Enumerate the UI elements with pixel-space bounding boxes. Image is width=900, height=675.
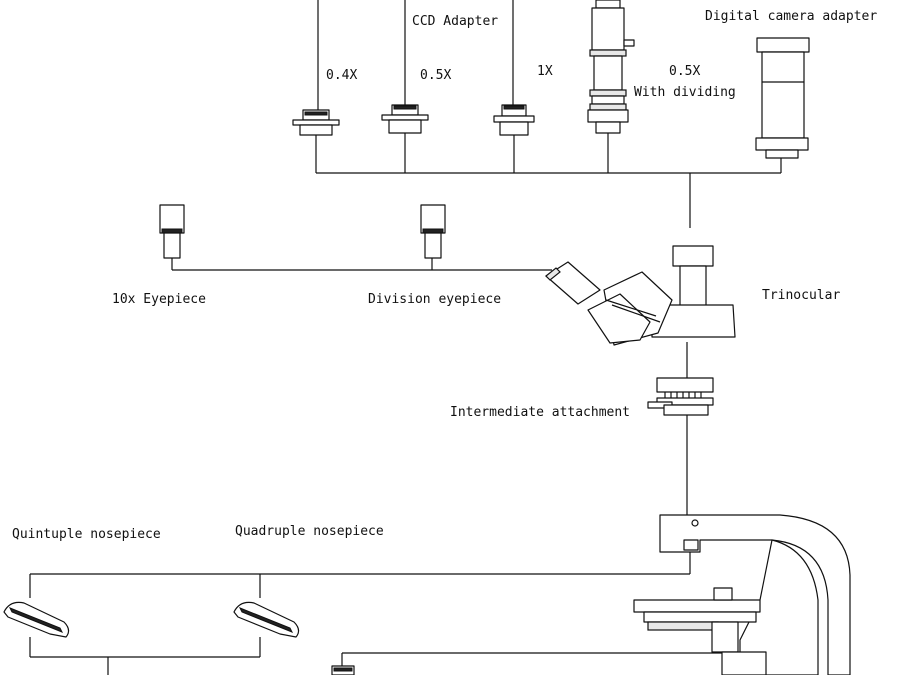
division-eyepiece [420, 204, 446, 259]
intermediate-attachment-label: Intermediate attachment [450, 405, 630, 420]
trinocular-label: Trinocular [762, 288, 840, 303]
digital-camera-adapter-label: Digital camera adapter [705, 9, 877, 24]
microscope-stand [633, 514, 851, 675]
magnification-1x-label: 1X [537, 64, 553, 79]
c-mount-adapter-0-5x [381, 104, 429, 134]
eyepiece-10x [159, 204, 185, 259]
quadruple-nosepiece-label: Quadruple nosepiece [235, 524, 384, 539]
lower-component-stub [331, 665, 355, 675]
dividing-adapter-0-5x [587, 0, 635, 134]
eyepiece-10x-label: 10x Eyepiece [112, 292, 206, 307]
trinocular-head [545, 245, 736, 346]
quadruple-nosepiece [233, 601, 300, 638]
quintuple-nosepiece-label: Quintuple nosepiece [12, 527, 161, 542]
c-mount-adapter-0-4x [292, 109, 340, 136]
ccd-adapter-label: CCD Adapter [412, 14, 498, 29]
intermediate-teeth [664, 392, 702, 398]
intermediate-attachment [647, 377, 714, 416]
digital-camera-adapter [755, 37, 810, 159]
with-dividing-label: With dividing [634, 85, 736, 100]
magnification-0-4x-label: 0.4X [326, 68, 357, 83]
quintuple-nosepiece [3, 601, 70, 638]
connector-lines [29, 0, 782, 675]
labels: CCD Adapter Digital camera adapter 0.4X … [12, 9, 877, 542]
magnification-0-5x-label: 0.5X [420, 68, 451, 83]
magnification-0-5x-dividing-label: 0.5X [669, 64, 700, 79]
division-eyepiece-label: Division eyepiece [368, 292, 501, 307]
c-mount-adapter-1x [493, 104, 535, 136]
